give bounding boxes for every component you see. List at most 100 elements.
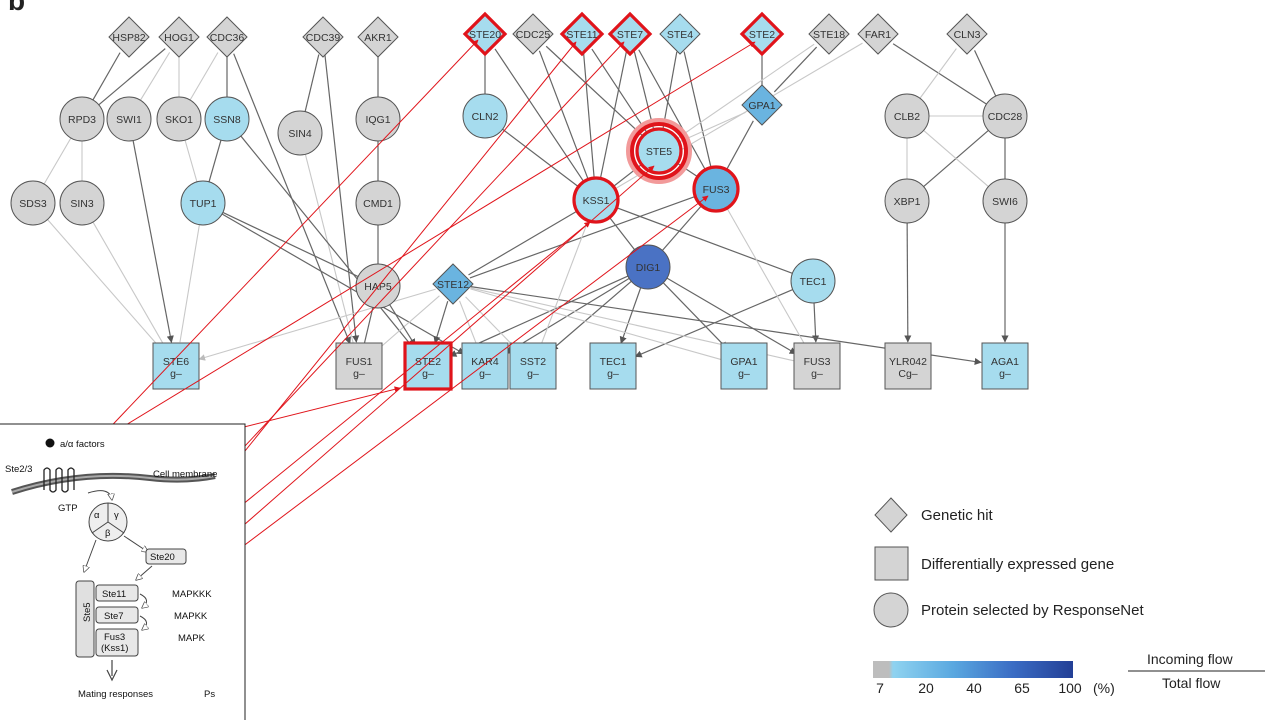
scale-gradient-bar bbox=[873, 661, 1073, 678]
circle-shape bbox=[790, 258, 836, 304]
node-ste2d: STE2 bbox=[739, 11, 785, 57]
node-cln3: CLN3 bbox=[946, 13, 988, 55]
node-hog1: HOG1 bbox=[158, 16, 200, 58]
scale-tick: 100 bbox=[1058, 680, 1082, 696]
edge-hap5-ste2s bbox=[389, 304, 416, 347]
gprotein-to-ste5-arrow bbox=[84, 539, 97, 572]
node-sublabel: g– bbox=[607, 368, 619, 380]
node-label: SDS3 bbox=[19, 198, 47, 210]
factor-label: a/α factors bbox=[60, 439, 105, 450]
node-label: FUS1 bbox=[346, 356, 373, 368]
incoming-flow-label: Incoming flow bbox=[1147, 651, 1233, 667]
edge-tup1-kar4 bbox=[221, 213, 465, 355]
node-label: TEC1 bbox=[600, 356, 627, 368]
edge-rpd3-sds3 bbox=[43, 137, 72, 185]
ste20-label: Ste20 bbox=[150, 552, 175, 563]
edge-ste11-kss1 bbox=[582, 51, 595, 179]
node-label: CDC36 bbox=[210, 32, 245, 44]
legend-protein-sel: Protein selected by ResponseNet bbox=[921, 602, 1144, 619]
edge-ste18-ste5 bbox=[676, 43, 815, 139]
node-clb2: CLB2 bbox=[884, 93, 930, 139]
edge-kss1-ste12 bbox=[468, 210, 578, 276]
node-label: CMD1 bbox=[363, 198, 393, 210]
node-label: CDC25 bbox=[516, 29, 551, 41]
panel-letter: b bbox=[8, 0, 25, 16]
node-cdc25: CDC25 bbox=[512, 13, 554, 55]
node-label: STE2 bbox=[749, 29, 775, 41]
node-tec1c: TEC1 bbox=[790, 258, 836, 304]
node-label: SIN4 bbox=[288, 128, 312, 140]
edge-xbp1-ylr042c bbox=[904, 222, 912, 343]
node-cdc28: CDC28 bbox=[982, 93, 1028, 139]
node-label: TUP1 bbox=[190, 198, 217, 210]
node-xbp1: XBP1 bbox=[884, 178, 930, 224]
scale-unit: (%) bbox=[1093, 680, 1115, 696]
edge-clb2-swi6 bbox=[923, 129, 989, 188]
node-sin3: SIN3 bbox=[59, 180, 105, 226]
kss1-label: (Kss1) bbox=[101, 643, 128, 654]
node-sublabel: g– bbox=[738, 368, 750, 380]
edge-cdc39-fus1 bbox=[324, 54, 360, 343]
node-label: YLR042 bbox=[889, 356, 927, 368]
cut-text: Ps bbox=[204, 689, 215, 700]
circle-shape bbox=[982, 93, 1028, 139]
node-label: KAR4 bbox=[471, 356, 499, 368]
gprotein-divider-3 bbox=[107, 521, 125, 534]
factor-dot bbox=[45, 438, 55, 448]
mapkkk-label: MAPKKK bbox=[172, 589, 212, 600]
edge-sds3-ste6 bbox=[47, 219, 161, 349]
ste5-label: Ste5 bbox=[82, 602, 93, 622]
edge-ste11-ste5 bbox=[591, 48, 648, 133]
square-shape bbox=[981, 342, 1029, 390]
edge-hog1-swi1 bbox=[139, 52, 171, 101]
edge-hap5-fus1 bbox=[363, 307, 374, 343]
edge-hsp82-rpd3 bbox=[92, 52, 121, 101]
node-label: SST2 bbox=[520, 356, 546, 368]
edge-ste18-gpa1d bbox=[773, 46, 818, 93]
diamond-shape bbox=[857, 13, 899, 55]
legend-diamond-icon bbox=[874, 497, 908, 533]
ste20-box bbox=[145, 548, 187, 565]
node-label: SWI1 bbox=[116, 114, 142, 126]
node-label: FUS3 bbox=[804, 356, 831, 368]
circle-shape bbox=[884, 93, 930, 139]
node-sublabel: g– bbox=[811, 368, 823, 380]
edge-ssn8-tup1 bbox=[208, 139, 222, 183]
alpha-label: α bbox=[94, 510, 100, 521]
node-label: STE11 bbox=[566, 29, 597, 41]
edge-ste12-ste2s bbox=[433, 301, 449, 344]
square-shape bbox=[884, 342, 932, 390]
node-dig1: DIG1 bbox=[625, 244, 671, 290]
node-label: DIG1 bbox=[636, 262, 661, 274]
membrane-label: Cell membrane bbox=[153, 469, 217, 480]
node-label: GPA1 bbox=[748, 100, 775, 112]
node-sublabel: g– bbox=[527, 368, 539, 380]
node-label: GPA1 bbox=[730, 356, 757, 368]
mating-label: Mating responses bbox=[78, 689, 153, 700]
ste23-label: Ste2/3 bbox=[5, 464, 32, 475]
edge-cln3-cdc28 bbox=[974, 50, 997, 97]
beta-label: β bbox=[105, 528, 111, 539]
legend-genetic-hit: Genetic hit bbox=[921, 507, 994, 524]
node-label: SWI6 bbox=[992, 196, 1018, 208]
fus3-label: Fus3 bbox=[104, 632, 125, 643]
node-kss1: KSS1 bbox=[572, 176, 620, 224]
node-sin4: SIN4 bbox=[277, 110, 323, 156]
edge-tup1-hap5 bbox=[222, 211, 359, 278]
edge-ste7-kss1 bbox=[599, 51, 627, 179]
legend-diff-expr: Differentially expressed gene bbox=[921, 556, 1114, 573]
node-ste4: STE4 bbox=[659, 13, 701, 55]
fus3-box bbox=[95, 628, 139, 657]
node-label: TEC1 bbox=[800, 276, 827, 288]
circle-shape bbox=[884, 178, 930, 224]
legend-circle-icon bbox=[873, 592, 909, 628]
edge-gpa1d-fus3 bbox=[726, 120, 754, 170]
node-fus3: FUS3 bbox=[692, 165, 740, 213]
